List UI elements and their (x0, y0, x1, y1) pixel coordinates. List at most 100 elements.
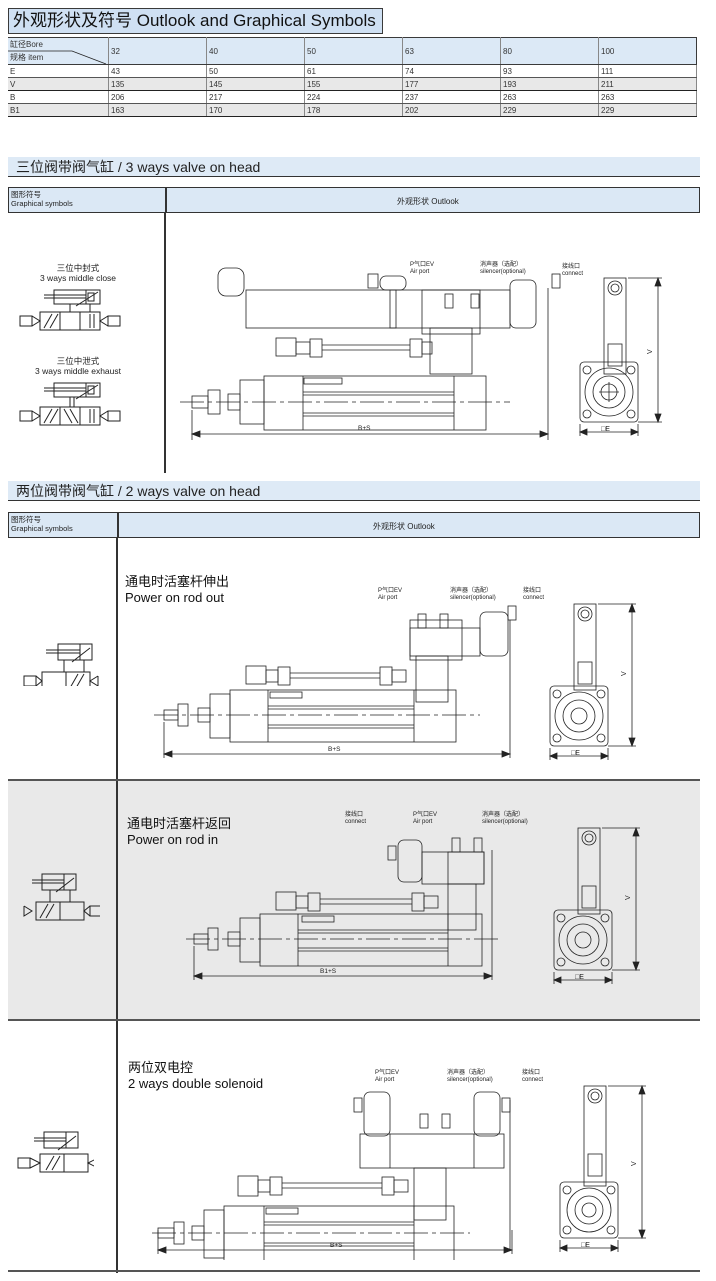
row-title-rod-in: 通电时活塞杆返回 Power on rod in (127, 813, 231, 847)
cylinder-side-view-rod-out: B+S (154, 605, 517, 758)
row-title-en: Power on rod in (127, 832, 219, 847)
cell: 61 (304, 64, 403, 78)
dimension-label-v: V (631, 1161, 638, 1166)
row-divider (8, 779, 700, 781)
symbol-caption-en: 3 ways middle close (39, 273, 117, 283)
section-title-3way: 三位阀带阀气缸 / 3 ways valve on head (8, 157, 700, 177)
valve-symbol-rod-in-icon (23, 873, 100, 921)
silencer-en: silencer(optional) (480, 269, 526, 275)
row-item: V (8, 77, 109, 91)
row-item: E (8, 64, 109, 78)
connect-en: connect (523, 595, 545, 601)
silencer-en: silencer(optional) (482, 819, 528, 825)
air-port-en: Air port (375, 1077, 395, 1083)
col-symbols-label: 图形符号 Graphical symbols (11, 515, 73, 533)
dimension-label-b1-s: B1+S (320, 968, 337, 975)
dimension-label-e: □E (575, 974, 584, 981)
bore-50: 50 (304, 37, 403, 65)
valve-symbol-3way-middle-exhaust-icon (19, 382, 121, 426)
column-header-2way: 图形符号 Graphical symbols 外观形状 Outlook (8, 512, 700, 538)
cell: 217 (206, 90, 305, 104)
table-row: B1 163 170 178 202 229 229 (8, 103, 697, 117)
dimension-label-v: V (625, 895, 632, 900)
connect-cn: 接线口 (562, 264, 581, 270)
section-title-2way: 两位阀带阀气缸 / 2 ways valve on head (8, 481, 700, 501)
silencer-cn: 消声器（选配） (482, 812, 525, 818)
cell: 155 (304, 77, 403, 91)
air-port-cn: P气口EV (410, 262, 435, 268)
column-divider (116, 780, 118, 1020)
bore-63: 63 (402, 37, 501, 65)
cell: 163 (108, 103, 207, 117)
silencer-cn: 消声器（选配） (450, 588, 493, 594)
cylinder-end-view-rod-in: V □E (552, 826, 640, 984)
dimension-label-v: V (647, 349, 654, 354)
table-row: B 206 217 224 237 263 263 (8, 90, 697, 104)
column-header-3way: 图形符号 Graphical symbols 外观形状 Outlook (8, 187, 700, 213)
table-row: V 135 145 155 177 193 211 (8, 77, 697, 91)
valve-symbol-3way-middle-close-icon (19, 289, 121, 331)
header-item-label: 规格 item (10, 53, 44, 62)
cell: 263 (598, 90, 697, 104)
row-divider (8, 1019, 700, 1021)
dimension-label-e: □E (581, 1242, 590, 1249)
connect-cn: 接线口 (522, 1070, 541, 1076)
air-port-en: Air port (413, 819, 433, 825)
connect-cn: 接线口 (345, 812, 364, 818)
col-symbols-en: Graphical symbols (11, 524, 73, 533)
bore-80: 80 (500, 37, 599, 65)
column-divider (165, 188, 167, 212)
col-symbols-cn: 图形符号 (11, 190, 41, 199)
row-title-cn: 两位双电控 (128, 1060, 194, 1075)
col-outlook-label: 外观形状 Outlook (397, 197, 459, 206)
cylinder-end-view-rod-out: V □E (548, 602, 636, 760)
cylinder-end-view-3way: V □E (578, 276, 662, 436)
dimension-label-e: □E (571, 750, 580, 757)
air-port-label: P气口EV Air port (413, 812, 437, 826)
header-bore-label: 缸径Bore (10, 40, 43, 49)
valve-symbol-double-solenoid-icon (17, 1131, 94, 1173)
cell: 111 (598, 64, 697, 78)
cell: 135 (108, 77, 207, 91)
row-title-cn: 通电时活塞杆伸出 (125, 574, 230, 589)
cell: 193 (500, 77, 599, 91)
silencer-cn: 消声器（选配） (480, 262, 523, 268)
row-title-cn: 通电时活塞杆返回 (127, 816, 232, 831)
cylinder-side-view-double-solenoid (152, 1091, 511, 1260)
air-port-cn: P气口EV (375, 1070, 400, 1076)
valve-symbol-rod-out-icon (23, 643, 99, 686)
spec-table: 缸径Bore 规格 item 32 40 50 63 80 100 E 43 5… (8, 37, 697, 117)
cylinder-side-view-rod-in: B1+S (186, 837, 500, 980)
cell: 145 (206, 77, 305, 91)
air-port-label: P气口EV Air port (375, 1070, 399, 1084)
dimension-label-b-s: B+S (358, 425, 371, 432)
column-divider (164, 213, 166, 473)
cell: 211 (598, 77, 697, 91)
symbol-caption-en: 3 ways middle exhaust (35, 366, 121, 376)
row-title-double-solenoid: 两位双电控 2 ways double solenoid (128, 1057, 263, 1091)
bore-32: 32 (108, 37, 207, 65)
symbol-caption: 三位中泄式 3 ways middle exhaust (8, 356, 148, 376)
col-symbols-cn: 图形符号 (11, 515, 41, 524)
air-port-en: Air port (378, 595, 398, 601)
connect-label: 接线口 connect (523, 588, 544, 602)
symbol-caption-cn: 三位中泄式 (56, 356, 100, 366)
connect-label: 接线口 connect (522, 1070, 543, 1084)
row-title-en: 2 ways double solenoid (128, 1076, 264, 1091)
header-diagonal (8, 50, 107, 64)
row-item: B1 (8, 103, 109, 117)
air-port-label: P气口EV Air port (378, 588, 402, 602)
cell: 206 (108, 90, 207, 104)
symbol-caption-cn: 三位中封式 (56, 263, 100, 273)
silencer-label: 消声器（选配） silencer(optional) (482, 812, 528, 826)
dimension-label-e: □E (601, 426, 610, 433)
dimension-line-double-solenoid: B+S (156, 1230, 514, 1254)
cell: 229 (598, 103, 697, 117)
air-port-label: P气口EV Air port (410, 262, 434, 276)
silencer-label: 消声器（选配） silencer(optional) (447, 1070, 493, 1084)
dimension-label-v: V (621, 671, 628, 676)
connect-en: connect (522, 1077, 544, 1083)
dimension-extension (509, 1100, 511, 1250)
connect-label: 接线口 connect (562, 264, 583, 278)
connect-label: 接线口 connect (345, 812, 366, 826)
